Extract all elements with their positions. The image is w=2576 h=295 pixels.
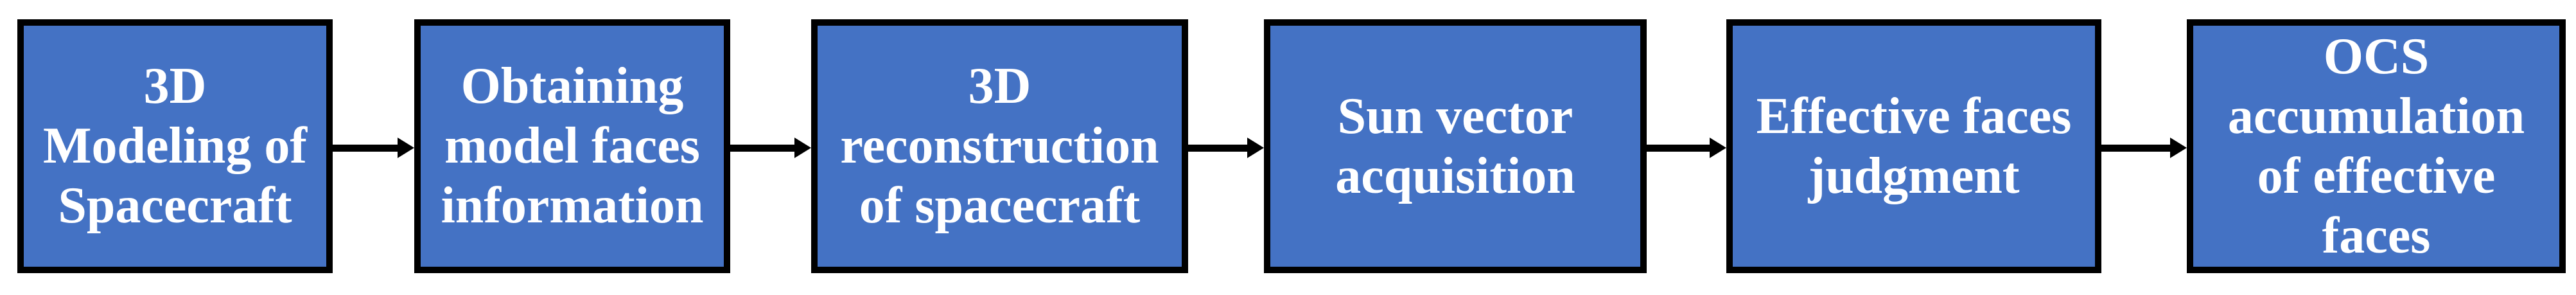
arrow-shaft: [2101, 144, 2170, 152]
flow-step-label-line: judgment: [1808, 147, 2020, 204]
flow-step-label-line: reconstruction: [840, 118, 1159, 174]
flow-arrow-5: [2101, 132, 2187, 164]
arrow-head-icon: [398, 138, 414, 158]
flow-step-label-line: acquisition: [1335, 147, 1575, 204]
flow-arrow-3: [1188, 132, 1264, 164]
arrow-head-icon: [1247, 138, 1264, 158]
flow-step-label-line: 3D: [143, 58, 207, 114]
flow-step-label-line: model faces: [444, 118, 700, 174]
arrow-head-icon: [2170, 138, 2187, 158]
flow-step-label-line: faces: [2322, 207, 2431, 264]
flow-step-sun-vector: Sun vector acquisition: [1264, 19, 1647, 273]
arrow-shaft: [333, 144, 398, 152]
flow-step-effective-faces: Effective faces judgment: [1726, 19, 2101, 273]
flow-step-label-line: information: [441, 177, 704, 234]
flow-step-label-line: Modeling of: [42, 118, 308, 174]
flow-step-label-line: 3D: [968, 58, 1031, 114]
arrow-head-icon: [1710, 138, 1726, 158]
flow-step-label-line: of spacecraft: [859, 177, 1141, 234]
flow-step-label-line: OCS: [2323, 28, 2430, 85]
flow-arrow-2: [730, 132, 811, 164]
flow-step-3d-reconstruction: 3D reconstruction of spacecraft: [811, 19, 1188, 273]
flow-step-label-line: Sun vector: [1337, 87, 1573, 145]
flow-arrow-1: [333, 132, 414, 164]
arrow-shaft: [1647, 144, 1710, 152]
flow-step-ocs-accumulation: OCS accumulation of effective faces: [2187, 19, 2566, 273]
flow-step-label-line: Effective faces: [1756, 87, 2072, 145]
flow-arrow-4: [1647, 132, 1726, 164]
arrow-shaft: [730, 144, 794, 152]
flow-step-label-line: Obtaining: [460, 58, 684, 114]
flow-step-3d-modeling: 3D Modeling of Spacecraft: [17, 19, 333, 273]
flow-step-label-line: of effective: [2257, 147, 2496, 204]
flow-step-obtaining-model-faces: Obtaining model faces information: [414, 19, 730, 273]
arrow-head-icon: [794, 138, 811, 158]
flow-step-label-line: Spacecraft: [58, 177, 292, 234]
flow-step-label-line: accumulation: [2227, 87, 2525, 145]
arrow-shaft: [1188, 144, 1247, 152]
